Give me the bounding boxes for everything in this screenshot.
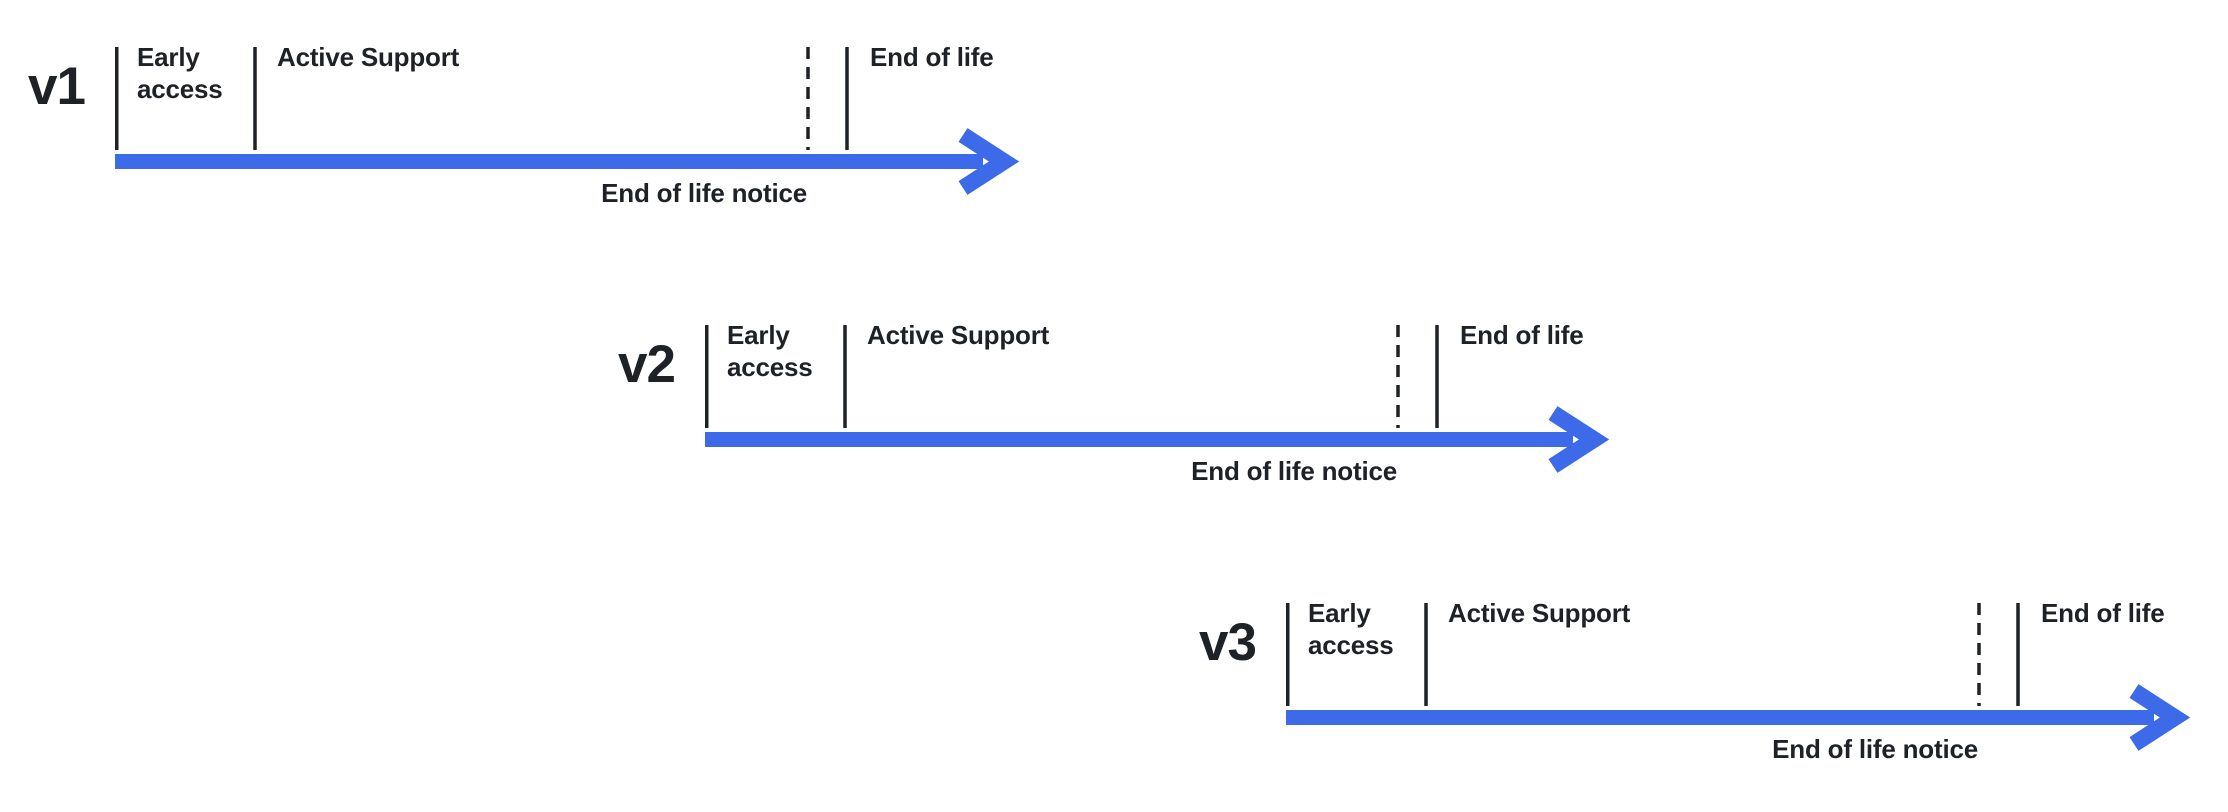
label-end-of-life: End of life — [2041, 598, 2165, 628]
label-end-of-life: End of life — [1460, 320, 1584, 350]
version-label: v3 — [1199, 613, 1257, 672]
label-end-of-life-notice: End of life notice — [601, 178, 807, 208]
version-label: v1 — [28, 57, 86, 116]
timeline-graphic — [115, 47, 1020, 195]
timeline-arrow-head-icon — [1548, 406, 1610, 473]
timeline-arrow-head-icon — [2129, 684, 2191, 751]
label-active-support: Active Support — [867, 320, 1050, 350]
label-active-support: Active Support — [277, 42, 460, 72]
label-early-access: Early access — [1308, 598, 1394, 660]
label-end-of-life-notice: End of life notice — [1772, 734, 1978, 764]
timeline-graphic — [1286, 603, 2191, 751]
timeline-graphic — [705, 325, 1610, 473]
label-active-support: Active Support — [1448, 598, 1631, 628]
timeline-row-v1: v1 Early access Active Support End of li… — [28, 42, 1065, 237]
label-end-of-life: End of life — [870, 42, 994, 72]
timeline-arrow-head-icon — [958, 128, 1020, 195]
timeline-row-v3: v3 Early access Active Support End of li… — [1199, 598, 2228, 793]
label-early-access: Early access — [137, 42, 223, 104]
label-early-access: Early access — [727, 320, 813, 382]
label-end-of-life-notice: End of life notice — [1191, 456, 1397, 486]
version-label: v2 — [618, 335, 676, 394]
timeline-row-v2: v2 Early access Active Support End of li… — [618, 320, 1655, 515]
